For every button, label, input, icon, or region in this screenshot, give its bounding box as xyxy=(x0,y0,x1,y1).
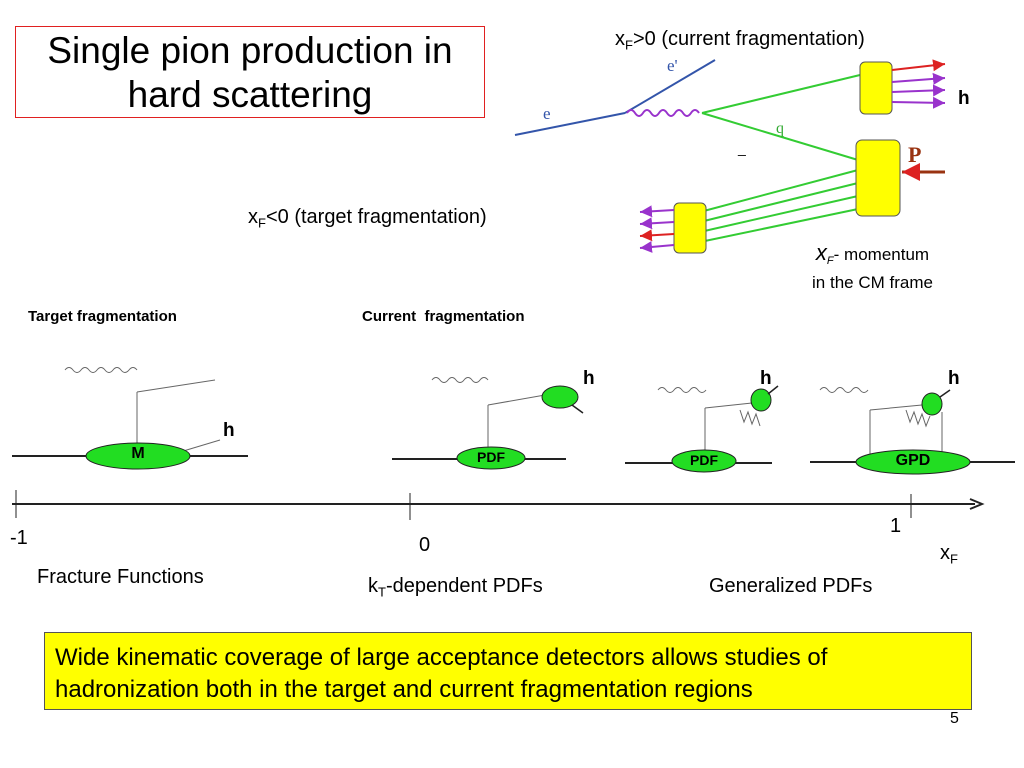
remnant-line-4 xyxy=(699,208,859,243)
h-label-1: h xyxy=(223,420,235,441)
tick-label-minus1: -1 xyxy=(10,527,28,549)
frag-blob-1 xyxy=(541,385,579,409)
virtual-photon xyxy=(626,109,700,117)
slide-title: Single pion production in hard scatterin… xyxy=(15,26,485,118)
summary-text: Wide kinematic coverage of large accepta… xyxy=(55,644,828,703)
hadron-arrow-3 xyxy=(891,96,946,109)
current-fragmentation-label: Current fragmentation xyxy=(362,308,525,325)
label-e: e xyxy=(543,104,551,123)
page-number: 5 xyxy=(950,710,959,727)
target-hadron-box xyxy=(673,202,707,254)
hadron-arrow-1 xyxy=(891,72,946,85)
hadron-arrow-2 xyxy=(891,84,946,97)
h-label-4: h xyxy=(948,368,960,389)
summary-box: Wide kinematic coverage of large accepta… xyxy=(44,632,972,710)
quark-line-down xyxy=(701,112,859,161)
quark-line-up xyxy=(701,74,861,114)
h-label-2: h xyxy=(583,368,595,389)
target-arrow-4 xyxy=(639,240,675,253)
frag-blob-2 xyxy=(750,388,772,412)
xf-positive-label: xF>0 (current fragmentation) xyxy=(615,28,865,53)
current-hadron-box xyxy=(859,61,893,115)
target-fragmentation-label: Target fragmentation xyxy=(28,308,177,325)
tick-label-0: 0 xyxy=(419,534,431,556)
remnant-line-1 xyxy=(699,169,859,213)
blob-label-pdf2: PDF xyxy=(690,452,718,468)
xf-definition: xF- momentum in the CM frame xyxy=(812,240,933,292)
xf-negative-label: xF<0 (target fragmentation) xyxy=(248,206,487,231)
hadron-arrow-red xyxy=(891,59,946,72)
gpd-blob xyxy=(855,449,971,475)
title-text: Single pion production in hard scatterin… xyxy=(47,30,453,115)
remnant-line-2 xyxy=(699,182,859,223)
h-label-3: h xyxy=(760,368,772,389)
blob-label-m: M xyxy=(131,445,145,462)
target-arrow-3 xyxy=(639,229,675,242)
m-blob xyxy=(85,442,191,470)
target-arrow-2 xyxy=(639,217,675,230)
incoming-electron-line xyxy=(514,112,626,136)
frag-blob-3 xyxy=(921,392,943,416)
fracture-functions-label: Fracture Functions xyxy=(37,566,204,588)
label-P: P xyxy=(908,142,922,167)
label-h-top: h xyxy=(958,88,970,109)
label-q: q xyxy=(776,120,784,137)
generalized-pdfs-label: Generalized PDFs xyxy=(709,575,873,597)
axis-label-xf: xF xyxy=(940,542,958,567)
target-arrow-1 xyxy=(639,205,675,218)
proton-box xyxy=(855,139,901,217)
pdf-blob-2 xyxy=(671,449,737,473)
blob-label-pdf1: PDF xyxy=(477,449,505,465)
scattered-electron-line xyxy=(624,59,716,114)
kt-pdfs-label: kT-dependent PDFs xyxy=(368,575,543,600)
remnant-line-3 xyxy=(699,195,859,233)
label-eprime: e' xyxy=(667,56,678,75)
pdf-blob-1 xyxy=(456,446,526,470)
blob-label-gpd: GPD xyxy=(895,452,931,469)
label-dash: _ xyxy=(738,140,746,156)
tick-label-1: 1 xyxy=(890,515,902,537)
